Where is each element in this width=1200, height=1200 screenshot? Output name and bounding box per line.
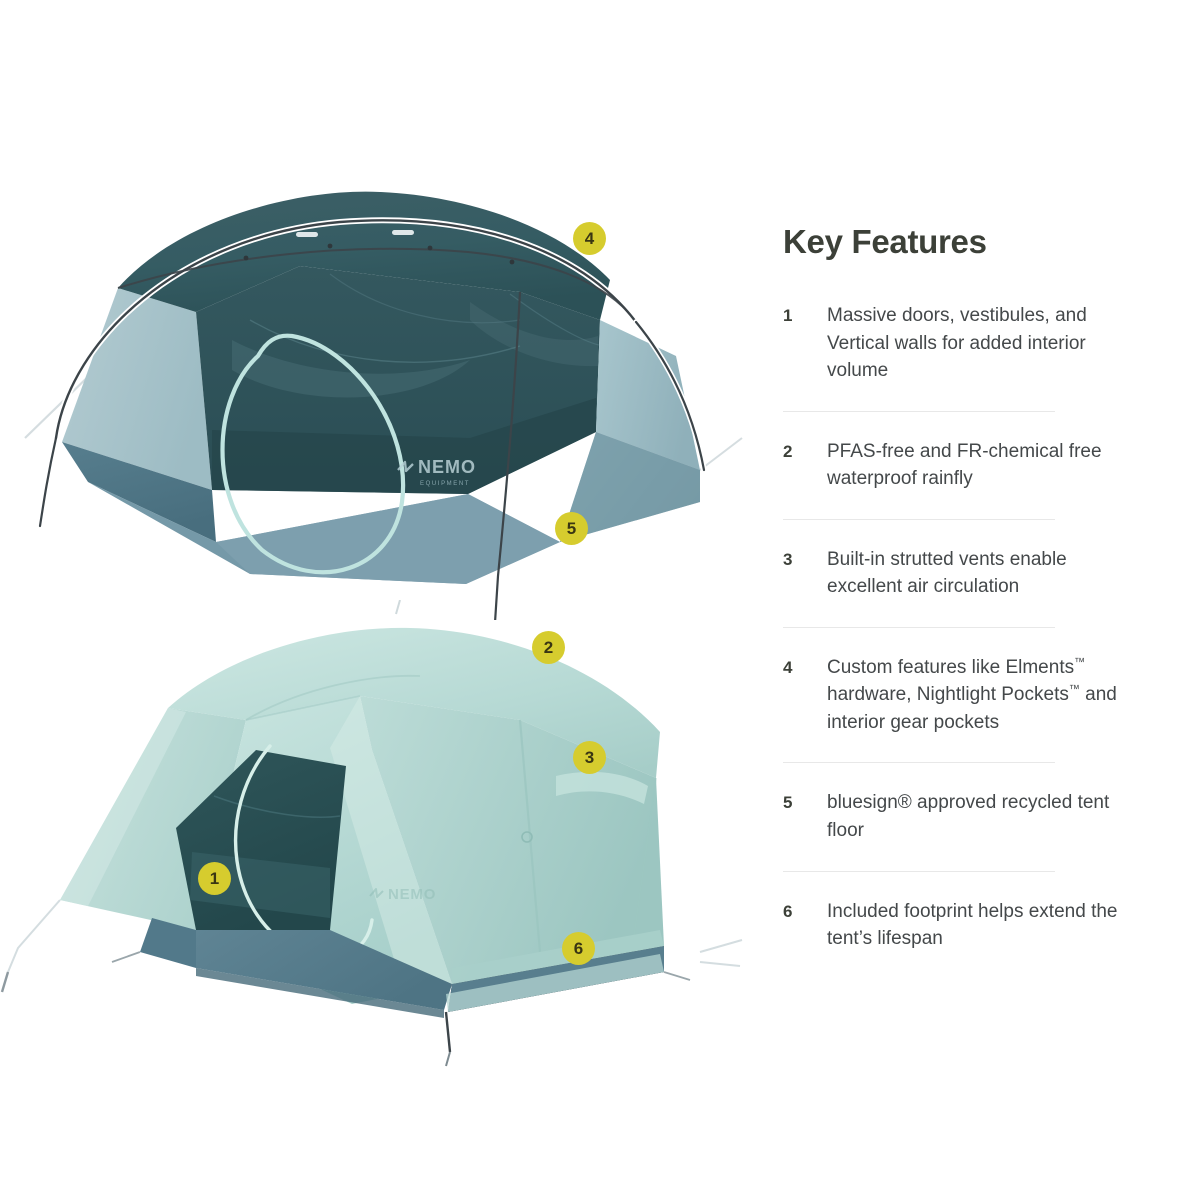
product-illustrations: NEMO EQUIPMENT	[0, 170, 760, 1070]
feature-number: 6	[783, 901, 793, 921]
callout-badge-5[interactable]: 5	[555, 512, 588, 545]
feature-number: 3	[783, 549, 793, 569]
feature-number: 5	[783, 793, 793, 813]
page-title: Key Features	[783, 223, 987, 260]
callout-badge-2[interactable]: 2	[532, 631, 565, 664]
tent-mesh-body-svg: NEMO EQUIPMENT	[24, 191, 743, 620]
feature-item-6: 6 Included footprint helps extend the te…	[783, 898, 1143, 979]
callout-badge-3[interactable]: 3	[573, 741, 606, 774]
feature-description: Built-in strutted vents enable excellent…	[827, 548, 1067, 598]
tent-rainfly-illustration: NEMO	[0, 600, 760, 1070]
feature-item-5: 5 bluesign® approved recycled tent floor	[783, 789, 1143, 870]
feature-item-4: 4 Custom features like Elments™ hardware…	[783, 654, 1143, 763]
feature-number: 2	[783, 441, 793, 461]
callout-badge-6[interactable]: 6	[562, 932, 595, 965]
feature-item-1: 1 Massive doors, vestibules, and Vertica…	[783, 302, 1143, 411]
feature-item-3: 3 Built-in strutted vents enable excelle…	[783, 546, 1143, 627]
feature-description: PFAS-free and FR-chemical free waterproo…	[827, 440, 1102, 490]
callout-badge-1[interactable]: 1	[198, 862, 231, 895]
key-features-panel: Key Features 1 Massive doors, vestibules…	[783, 225, 1143, 979]
svg-text:EQUIPMENT: EQUIPMENT	[420, 481, 470, 487]
callout-badge-4[interactable]: 4	[573, 222, 606, 255]
feature-description: Massive doors, vestibules, and Vertical …	[827, 305, 1087, 382]
feature-description: bluesign® approved recycled tent floor	[827, 792, 1110, 842]
svg-text:NEMO: NEMO	[388, 886, 436, 903]
feature-number: 1	[783, 306, 793, 325]
tent-rainfly-svg: NEMO	[0, 600, 743, 1067]
feature-number: 4	[783, 657, 793, 677]
feature-divider	[783, 762, 1055, 764]
feature-divider	[783, 870, 1055, 872]
nemo-logo-top: NEMO EQUIPMENT	[397, 457, 476, 487]
feature-divider	[783, 518, 1055, 520]
feature-description: Included footprint helps extend the tent…	[827, 900, 1118, 950]
feature-item-2: 2 PFAS-free and FR-chemical free waterpr…	[783, 438, 1143, 519]
tent-mesh-body-illustration: NEMO EQUIPMENT	[0, 170, 760, 620]
svg-text:NEMO: NEMO	[418, 457, 476, 477]
feature-description: Custom features like Elments™ hardware, …	[827, 656, 1117, 733]
nemo-logo-bottom: NEMO	[369, 886, 436, 903]
feature-divider	[783, 626, 1055, 628]
feature-divider	[783, 410, 1055, 412]
